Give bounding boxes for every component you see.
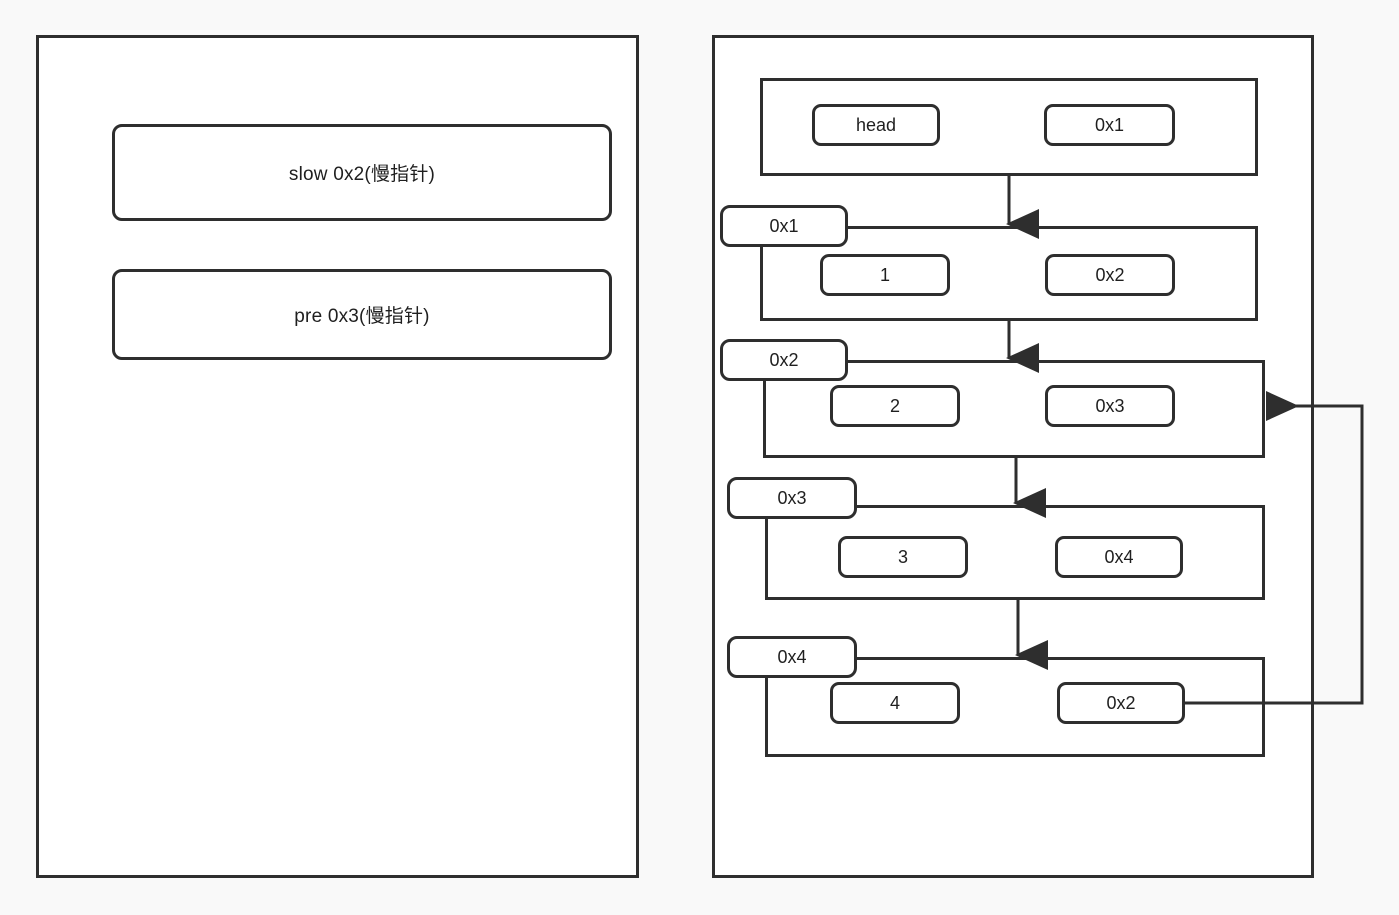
head-next-cell: 0x1	[1044, 104, 1175, 146]
node-0x4-value-cell: 4	[830, 682, 960, 724]
node-0x4-next-cell: 0x2	[1057, 682, 1185, 724]
node-0x1-next-text: 0x2	[1095, 264, 1125, 285]
node-0x4-next-text: 0x2	[1106, 692, 1136, 713]
node-0x4-address-tab: 0x4	[727, 636, 857, 678]
node-0x1-next-cell: 0x2	[1045, 254, 1175, 296]
node-0x3-next-text: 0x4	[1104, 546, 1134, 567]
head-name-cell: head	[812, 104, 940, 146]
node-0x1-value-text: 1	[879, 264, 890, 285]
node-0x1-address-tab: 0x1	[720, 205, 848, 247]
node-0x2-address-tab: 0x2	[720, 339, 848, 381]
pointer-state-panel: slow 0x2(慢指针) pre 0x3(慢指针)	[36, 35, 639, 878]
head-next-text: 0x1	[1094, 114, 1125, 135]
head-name-text: head	[855, 114, 897, 135]
slow-pointer-label: slow 0x2(慢指针)	[288, 164, 436, 185]
node-0x3-address-text: 0x3	[777, 487, 807, 508]
slow-pointer-box: slow 0x2(慢指针)	[112, 124, 612, 221]
node-0x3-value-text: 3	[897, 546, 908, 567]
node-0x1-value-cell: 1	[820, 254, 950, 296]
node-0x3-value-cell: 3	[838, 536, 968, 578]
node-0x2-address-text: 0x2	[769, 349, 799, 370]
pre-pointer-label: pre 0x3(慢指针)	[294, 306, 430, 327]
node-0x4-value-text: 4	[889, 692, 900, 713]
pre-pointer-box: pre 0x3(慢指针)	[112, 269, 612, 360]
node-0x3-address-tab: 0x3	[727, 477, 857, 519]
node-0x1-address-text: 0x1	[769, 215, 799, 236]
node-0x2-value-cell: 2	[830, 385, 960, 427]
node-0x2-next-text: 0x3	[1095, 395, 1125, 416]
node-0x2-next-cell: 0x3	[1045, 385, 1175, 427]
node-0x2-value-text: 2	[889, 395, 900, 416]
node-0x4-address-text: 0x4	[777, 646, 807, 667]
node-0x3-next-cell: 0x4	[1055, 536, 1183, 578]
